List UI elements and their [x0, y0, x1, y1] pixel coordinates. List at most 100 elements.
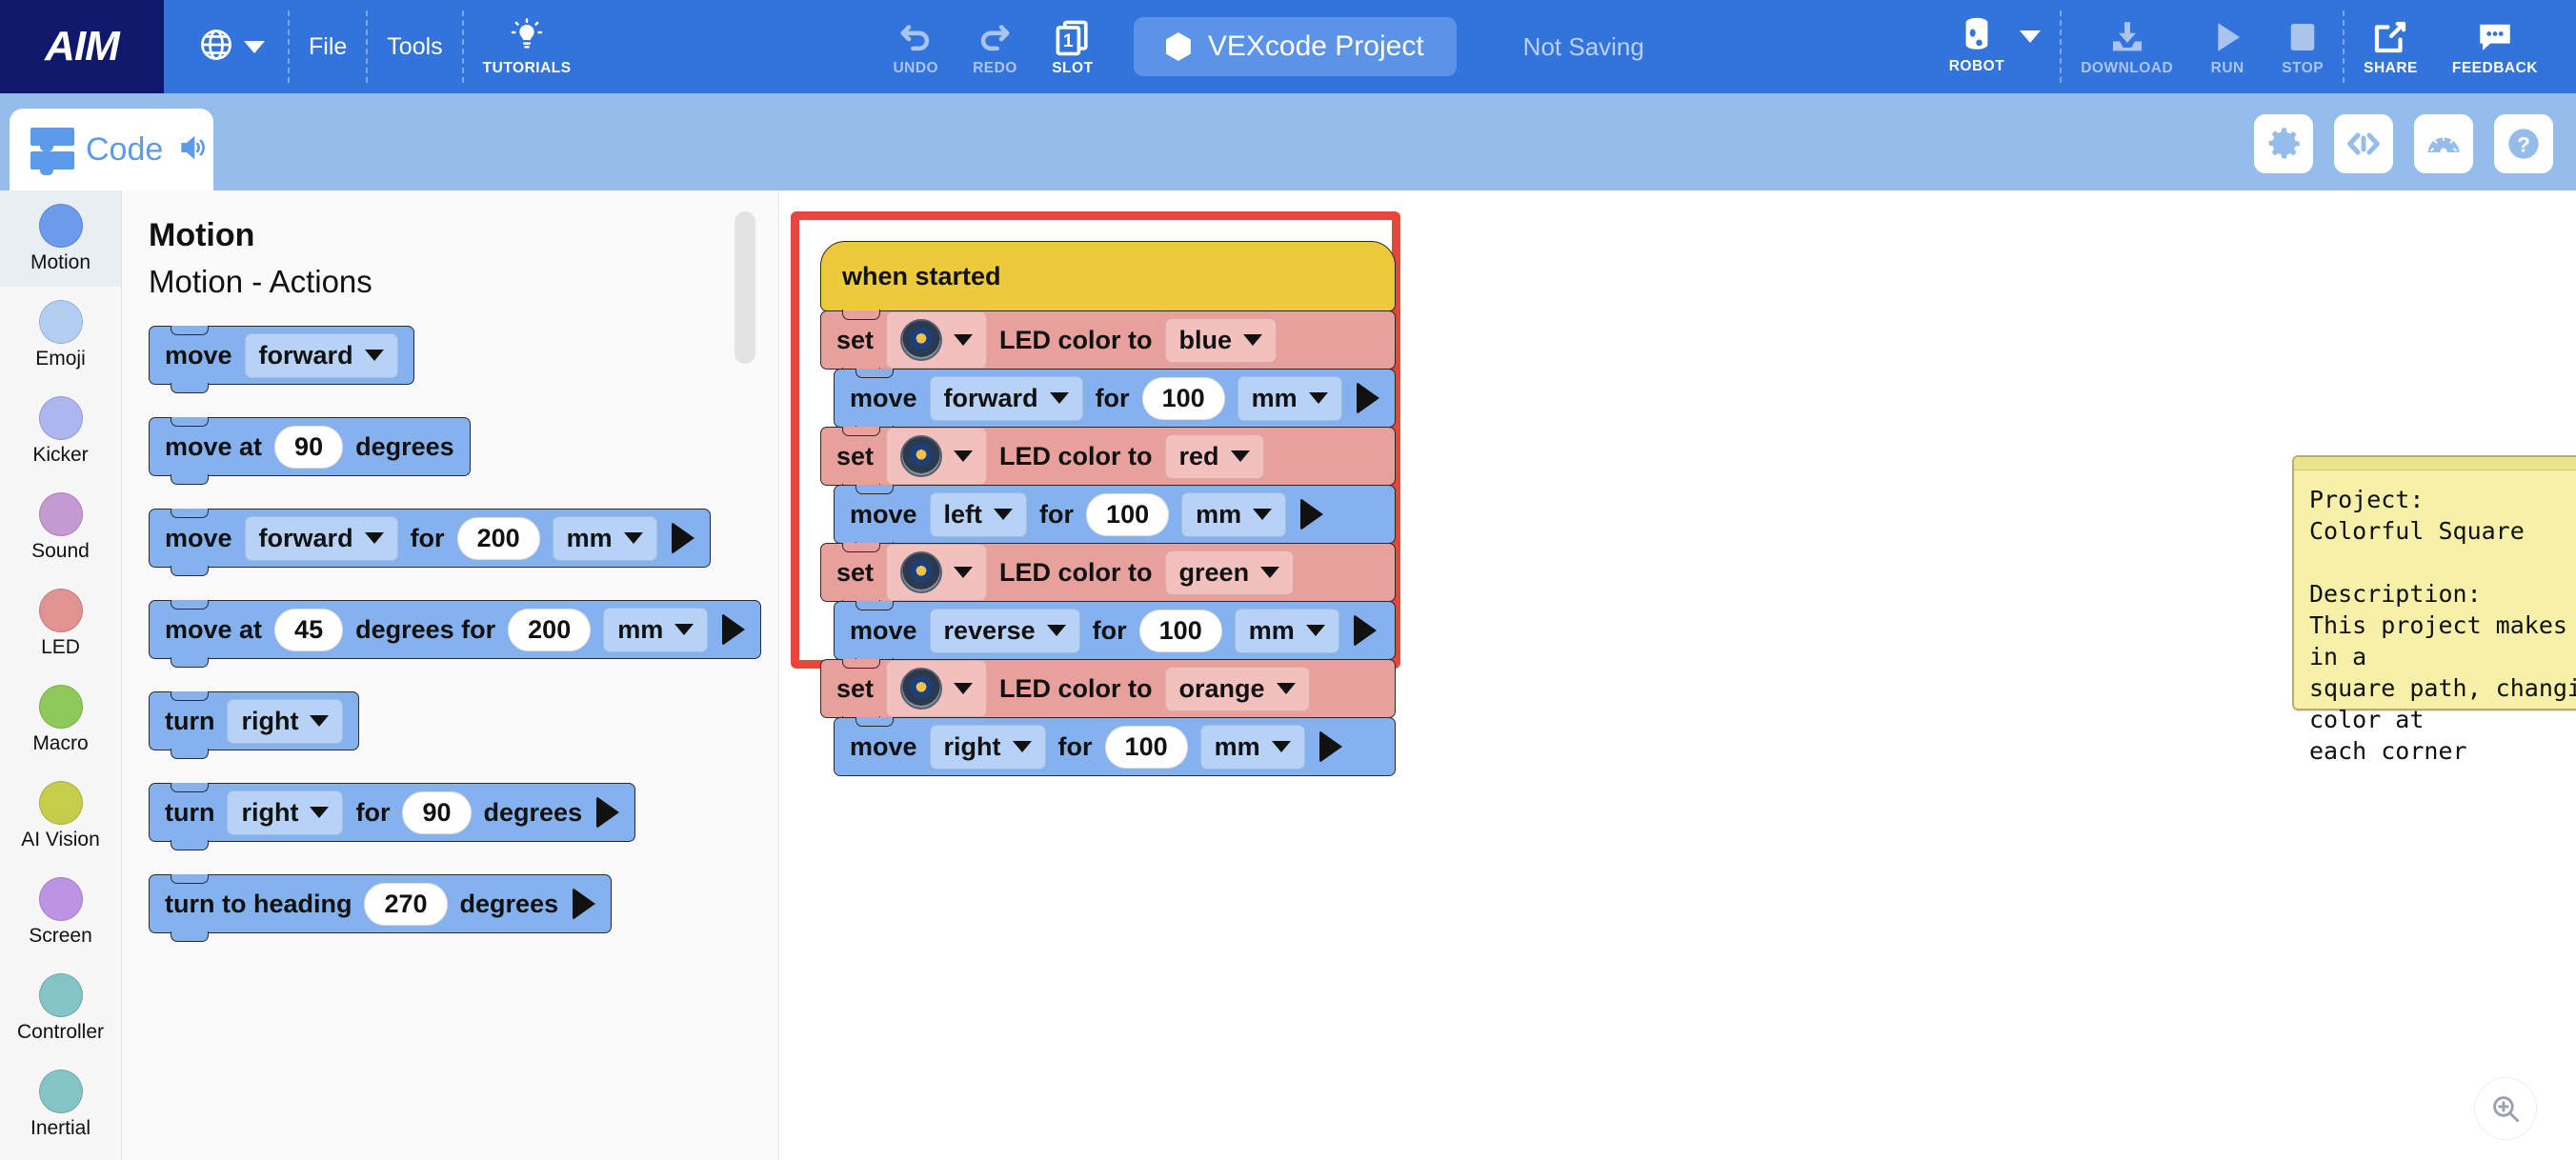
dropdown-robot-device[interactable]	[886, 544, 988, 601]
block-label: move	[850, 499, 917, 529]
project-name-field[interactable]: VEXcode Project	[1133, 17, 1457, 76]
number-input[interactable]: 45	[274, 608, 344, 651]
sidebar-item-controller[interactable]: Controller	[0, 960, 121, 1056]
chevron-down-icon	[954, 567, 974, 578]
number-input[interactable]: 90	[274, 425, 344, 469]
chevron-down-icon	[1308, 392, 1328, 404]
dropdown-right[interactable]: right	[227, 698, 344, 744]
dropdown-blue[interactable]: blue	[1164, 317, 1278, 363]
sidebar-item-screen[interactable]: Screen	[0, 864, 121, 960]
share-button[interactable]: SHARE	[2346, 0, 2435, 93]
run-block-arrow-icon[interactable]	[1300, 498, 1324, 530]
settings-gear-icon[interactable]	[2254, 114, 2313, 173]
dropdown-right[interactable]: right	[929, 724, 1046, 770]
number-input[interactable]: 100	[1104, 725, 1188, 769]
project-comment-note[interactable]: Project: Colorful Square Description: Th…	[2292, 455, 2576, 765]
sidebar-item-macro[interactable]: Macro	[0, 671, 121, 768]
language-selector[interactable]	[164, 0, 286, 93]
dropdown-forward[interactable]: forward	[244, 332, 398, 378]
redo-button[interactable]: REDO	[956, 0, 1035, 93]
dropdown-mm[interactable]: mm	[1234, 608, 1339, 653]
number-input[interactable]: 100	[1141, 376, 1225, 420]
dashboard-gauge-icon[interactable]	[2414, 114, 2473, 173]
dropdown-orange[interactable]: orange	[1164, 666, 1310, 711]
sidebar-item-emoji[interactable]: Emoji	[0, 287, 121, 383]
block-s0[interactable]: when started	[820, 241, 1396, 320]
run-block-arrow-icon[interactable]	[596, 796, 620, 829]
number-input[interactable]: 100	[1086, 492, 1170, 536]
dropdown-reverse[interactable]: reverse	[929, 608, 1080, 653]
dropdown-mm[interactable]: mm	[552, 515, 657, 561]
dropdown-robot-device[interactable]	[886, 428, 988, 485]
number-input[interactable]: 200	[456, 516, 540, 560]
stop-button[interactable]: STOP	[2264, 0, 2341, 93]
dropdown-mm[interactable]: mm	[1181, 491, 1287, 537]
dropdown-forward[interactable]: forward	[244, 515, 398, 561]
tutorials-button[interactable]: TUTORIALS	[466, 0, 589, 93]
robot-selector[interactable]: ROBOT	[1932, 0, 2058, 93]
sidebar-item-led[interactable]: LED	[0, 575, 121, 671]
dropdown-robot-device[interactable]	[886, 311, 988, 369]
comment-header[interactable]	[2294, 457, 2576, 470]
palette-scrollbar[interactable]	[735, 211, 755, 364]
code-view-icon[interactable]	[2334, 114, 2393, 173]
undo-button[interactable]: UNDO	[875, 0, 956, 93]
run-block-arrow-icon[interactable]	[1353, 614, 1377, 647]
number-input[interactable]: 270	[364, 882, 448, 926]
sidebar-item-kicker[interactable]: Kicker	[0, 383, 121, 479]
feedback-button[interactable]: FEEDBACK	[2435, 0, 2555, 93]
block-label: degrees	[483, 797, 583, 827]
number-input[interactable]: 90	[402, 790, 472, 834]
number-input[interactable]: 100	[1138, 609, 1222, 652]
dropdown-mm[interactable]: mm	[1199, 724, 1305, 770]
dropdown-right[interactable]: right	[227, 790, 344, 835]
dropdown-green[interactable]: green	[1164, 550, 1295, 595]
dropdown-mm[interactable]: mm	[603, 607, 709, 652]
dropdown-value: forward	[258, 340, 353, 370]
run-button[interactable]: RUN	[2190, 0, 2264, 93]
slot-selector[interactable]: 1 SLOT	[1035, 0, 1111, 93]
run-block-arrow-icon[interactable]	[722, 613, 746, 646]
dropdown-left[interactable]: left	[929, 491, 1028, 537]
sidebar-item-sound[interactable]: Sound	[0, 479, 121, 575]
tab-code[interactable]: Code	[10, 109, 213, 190]
block-label: move	[165, 523, 232, 552]
dropdown-robot-device[interactable]	[886, 660, 988, 717]
download-button[interactable]: DOWNLOAD	[2063, 0, 2190, 93]
dropdown-red[interactable]: red	[1164, 433, 1264, 479]
file-menu[interactable]: File	[292, 0, 364, 93]
sidebar-item-inertial[interactable]: Inertial	[0, 1056, 121, 1152]
dropdown-forward[interactable]: forward	[929, 375, 1083, 421]
sidebar-item-motion[interactable]: Motion	[0, 190, 121, 287]
zoom-in-icon[interactable]	[2475, 1078, 2536, 1139]
block-label: when started	[842, 261, 1001, 290]
run-block-arrow-icon[interactable]	[671, 522, 694, 554]
comment-text[interactable]: Project: Colorful Square Description: Th…	[2309, 486, 2576, 765]
sidebar-item-ai-vision[interactable]: AI Vision	[0, 768, 121, 864]
dropdown-mm[interactable]: mm	[1237, 375, 1342, 421]
run-block-arrow-icon[interactable]	[1356, 382, 1379, 414]
run-block-arrow-icon[interactable]	[573, 888, 596, 920]
number-input[interactable]: 200	[508, 608, 592, 651]
run-block-arrow-icon[interactable]	[1318, 730, 1342, 763]
tools-menu[interactable]: Tools	[370, 0, 459, 93]
help-question-icon[interactable]: ?	[2494, 114, 2553, 173]
